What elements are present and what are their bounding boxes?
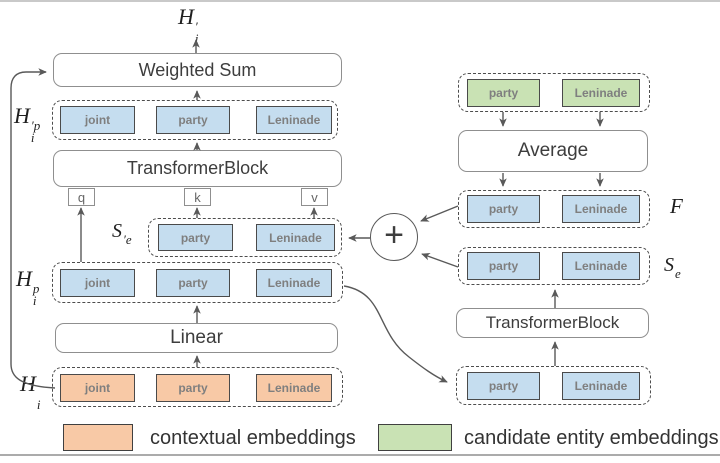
candidate-token-party: party [467, 79, 540, 107]
sprime-token-party: party [158, 224, 233, 251]
sprime-label: S′e [112, 220, 132, 247]
sprime-container [148, 218, 342, 257]
candidate-token-leninade: Leninade [562, 79, 640, 107]
plus-icon: + [384, 216, 404, 254]
right-input-token-party: party [467, 372, 540, 400]
se-token-leninade: Leninade [562, 252, 640, 280]
h-token-leninade: Leninade [256, 374, 332, 402]
arrow-se-to-plus [421, 253, 459, 268]
average-box: Average [458, 130, 648, 172]
h-token-party: party [156, 374, 230, 402]
legend-contextual-swatch [63, 424, 133, 451]
linear-box: Linear [55, 323, 338, 353]
transformer-block-left: TransformerBlock [53, 150, 342, 187]
legend-contextual-label: contextual embeddings [150, 427, 356, 449]
h-token-joint: joint [60, 374, 135, 402]
query-box: q [68, 188, 95, 206]
se-container [458, 247, 650, 285]
hpp-token-leninade: Leninade [256, 106, 332, 134]
plus-combine-node: + [370, 213, 418, 261]
se-token-party: party [467, 252, 540, 280]
average-label: Average [517, 140, 589, 161]
top-border-line [0, 0, 720, 2]
f-label: F [670, 194, 683, 218]
hp-token-leninade: Leninade [256, 269, 332, 297]
weighted-sum-box: Weighted Sum [53, 53, 342, 87]
candidate-container [458, 73, 650, 112]
key-box: k [184, 188, 211, 206]
arrow-f-to-plus [420, 205, 459, 222]
f-token-leninade: Leninade [562, 195, 640, 223]
legend-candidate-label: candidate entity embeddings [464, 427, 719, 449]
transformer-block-left-label: TransformerBlock [126, 158, 269, 178]
hpp-token-party: party [156, 106, 230, 134]
transformer-block-right-label: TransformerBlock [485, 313, 620, 332]
hp-token-joint: joint [60, 269, 135, 297]
right-input-token-leninade: Leninade [562, 372, 640, 400]
f-container [458, 190, 650, 228]
right-input-container [456, 366, 651, 405]
weighted-sum-label: Weighted Sum [138, 59, 257, 80]
value-box: v [301, 188, 328, 206]
output-hi-prime-label: H′i [178, 4, 199, 46]
hp-token-party: party [156, 269, 230, 297]
hpp-token-joint: joint [60, 106, 135, 134]
arrow-hp-to-right-input [343, 285, 448, 383]
transformer-block-right: TransformerBlock [456, 308, 649, 338]
bottom-border-line [0, 454, 720, 456]
linear-label: Linear [170, 327, 223, 348]
f-token-party: party [467, 195, 540, 223]
sprime-token-leninade: Leninade [256, 224, 335, 251]
legend-candidate-swatch [378, 424, 452, 451]
